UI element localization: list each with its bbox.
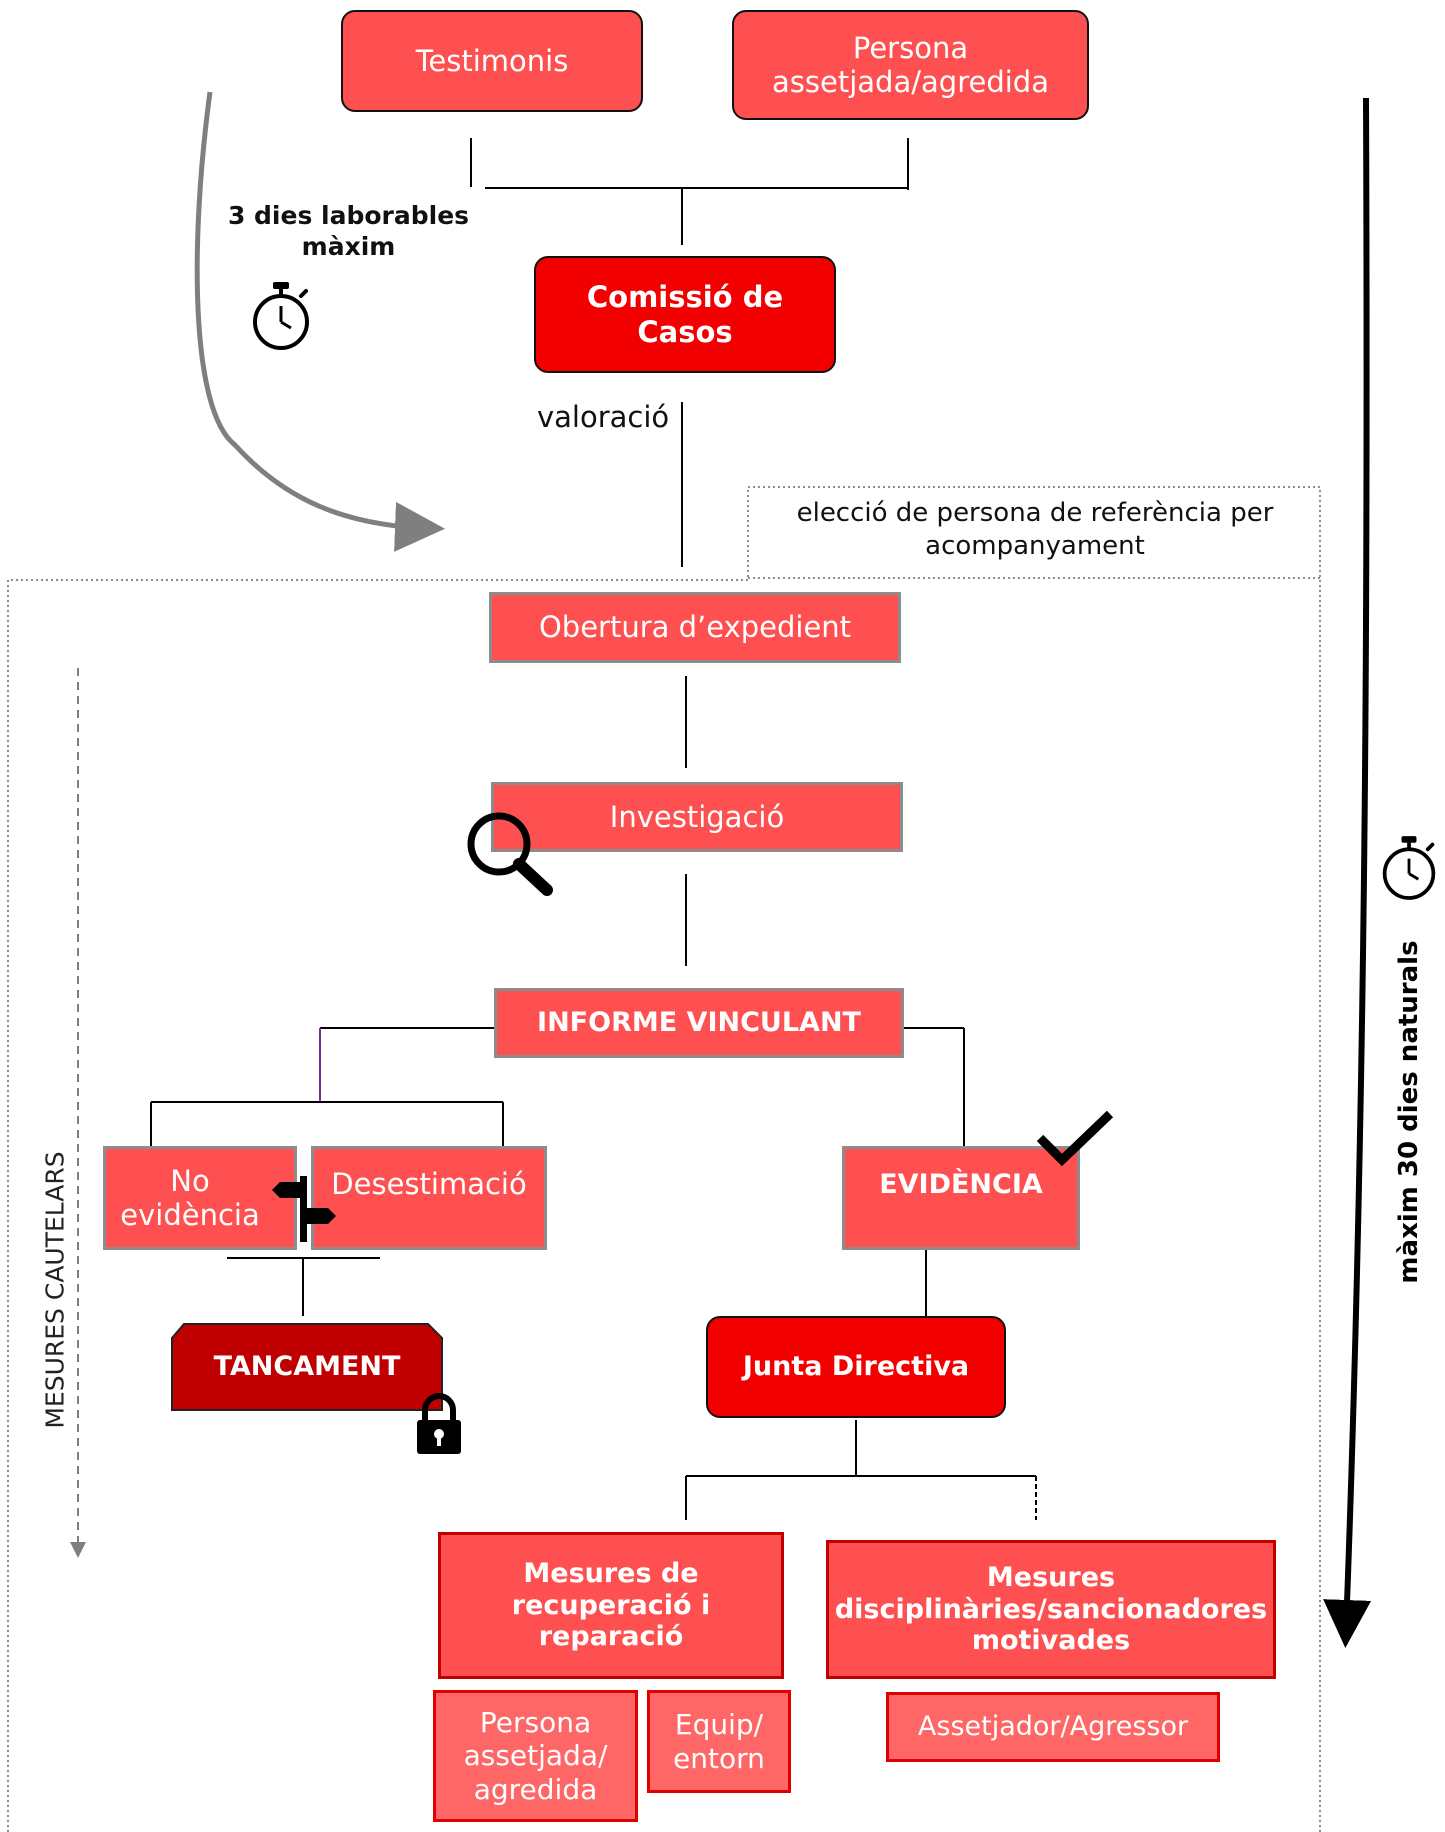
node-junta-directiva: Junta Directiva [706, 1316, 1006, 1418]
node-persona-assetjada-bottom: Persona assetjada/ agredida [433, 1690, 638, 1822]
signpost-icon [272, 1176, 336, 1242]
stopwatch-icon [253, 282, 309, 350]
node-desestimacio: Desestimació [311, 1146, 547, 1250]
padlock-icon [417, 1393, 461, 1454]
tancament-shape [171, 1323, 443, 1411]
node-testimonis: Testimonis [341, 10, 643, 112]
node-investigacio: Investigació [491, 782, 903, 852]
node-assetjador-agressor: Assetjador/Agressor [886, 1692, 1220, 1762]
dotted-region-border [7, 486, 1321, 1832]
three-days-arrow [194, 91, 445, 552]
label-mesures-cautelars: MESURES CAUTELARS [40, 1151, 70, 1429]
thirty-days-arrow [1323, 97, 1372, 1648]
node-tancament: TANCAMENT [213, 1351, 401, 1383]
node-comissio-de-casos: Comissió de Casos [534, 256, 836, 373]
magnifier-icon [467, 812, 553, 896]
node-mesures-recuperacio: Mesures de recuperació i reparació [438, 1532, 784, 1679]
node-equip-entorn: Equip/ entorn [647, 1690, 791, 1793]
label-trenta-dies: màxim 30 dies naturals [1394, 940, 1424, 1284]
stopwatch-icon [1382, 836, 1436, 900]
node-persona-assetjada: Persona assetjada/agredida [732, 10, 1089, 120]
node-obertura-expedient: Obertura d’expedient [489, 592, 901, 663]
node-no-evidencia: No evidència [103, 1146, 297, 1250]
checkmark-icon [1036, 1110, 1114, 1167]
label-tres-dies: 3 dies laborables màxim [227, 201, 470, 262]
node-informe-vinculant: INFORME VINCULANT [494, 988, 904, 1058]
label-valoracio: valoració [537, 400, 670, 434]
node-evidencia: EVIDÈNCIA [842, 1146, 1080, 1250]
node-mesures-disciplinaries: Mesures disciplinàries/sancionadores mot… [826, 1540, 1276, 1679]
label-eleccio-persona-referencia: elecció de persona de referència per aco… [796, 498, 1274, 561]
